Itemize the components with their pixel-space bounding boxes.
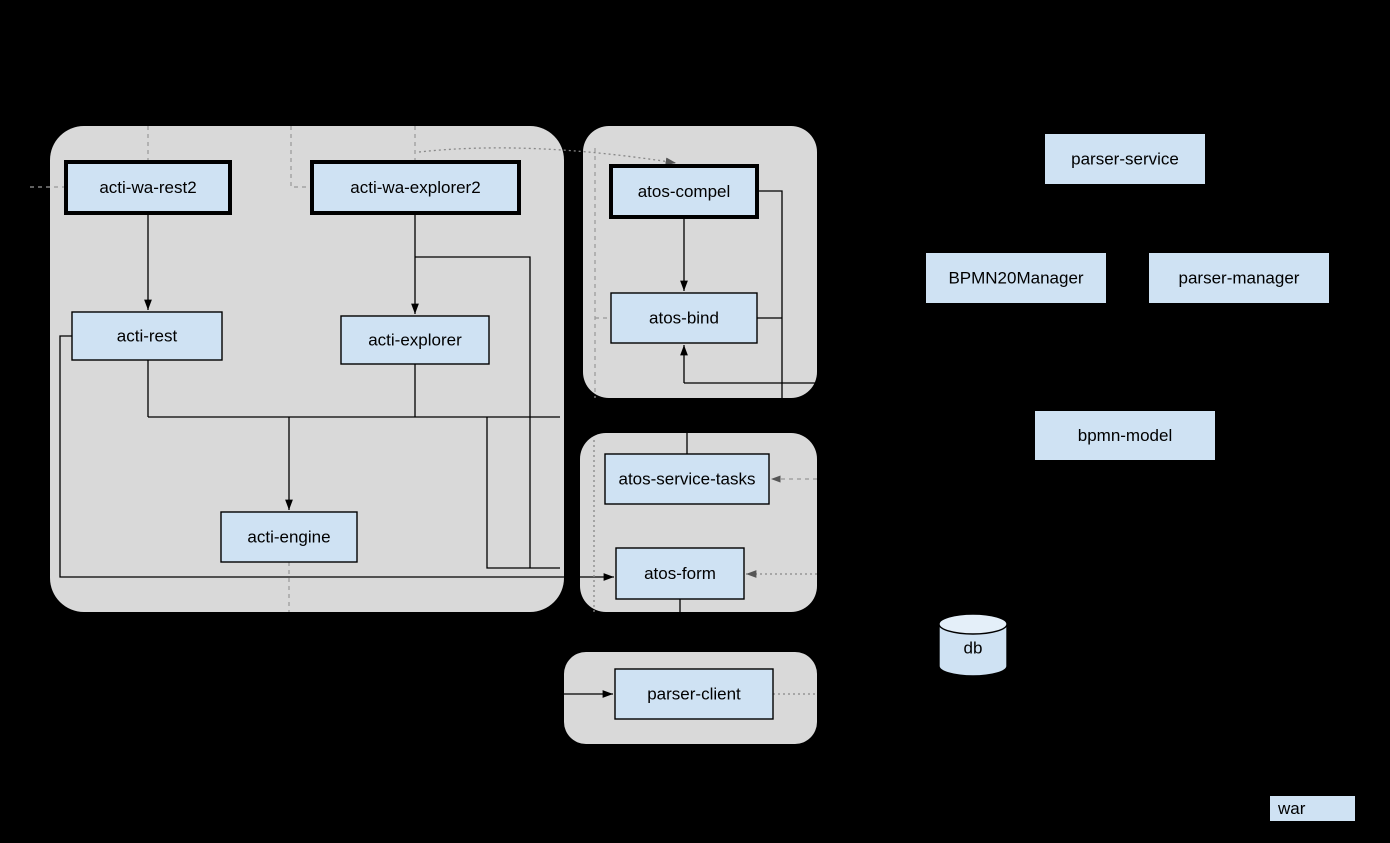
node-label-parser-client: parser-client [647,684,741,703]
node-label-acti-explorer: acti-explorer [368,330,462,349]
node-label-BPMN20Manager: BPMN20Manager [948,268,1083,287]
node-label-parser-manager: parser-manager [1179,268,1300,287]
node-acti-wa-rest2[interactable]: acti-wa-rest2 [66,162,230,213]
node-bpmn-model[interactable]: bpmn-model [1035,411,1215,460]
node-label-acti-engine: acti-engine [247,527,330,546]
node-label-atos-form: atos-form [644,564,716,583]
database-cylinder: db [939,614,1007,676]
node-parser-manager[interactable]: parser-manager [1149,253,1329,303]
node-war[interactable]: war [1270,796,1355,821]
node-label-atos-service-tasks: atos-service-tasks [619,469,756,488]
node-label-atos-bind: atos-bind [649,308,719,327]
node-label-db: db [964,638,983,657]
node-atos-form[interactable]: atos-form [616,548,744,599]
node-parser-service[interactable]: parser-service [1045,134,1205,184]
node-BPMN20Manager[interactable]: BPMN20Manager [926,253,1106,303]
node-acti-engine[interactable]: acti-engine [221,512,357,562]
node-label-acti-rest: acti-rest [117,326,178,345]
cylinder-top [939,614,1007,634]
node-acti-wa-explorer2[interactable]: acti-wa-explorer2 [312,162,519,213]
node-acti-explorer[interactable]: acti-explorer [341,316,489,364]
node-label-war: war [1277,799,1306,818]
node-label-acti-wa-explorer2: acti-wa-explorer2 [350,178,480,197]
node-label-parser-service: parser-service [1071,149,1179,168]
node-label-bpmn-model: bpmn-model [1078,426,1173,445]
node-parser-client[interactable]: parser-client [615,669,773,719]
node-atos-compel[interactable]: atos-compel [611,166,757,217]
node-atos-service-tasks[interactable]: atos-service-tasks [605,454,769,504]
node-label-atos-compel: atos-compel [638,182,731,201]
node-atos-bind[interactable]: atos-bind [611,293,757,343]
node-label-acti-wa-rest2: acti-wa-rest2 [99,178,196,197]
node-acti-rest[interactable]: acti-rest [72,312,222,360]
node-db[interactable]: db [939,614,1007,676]
